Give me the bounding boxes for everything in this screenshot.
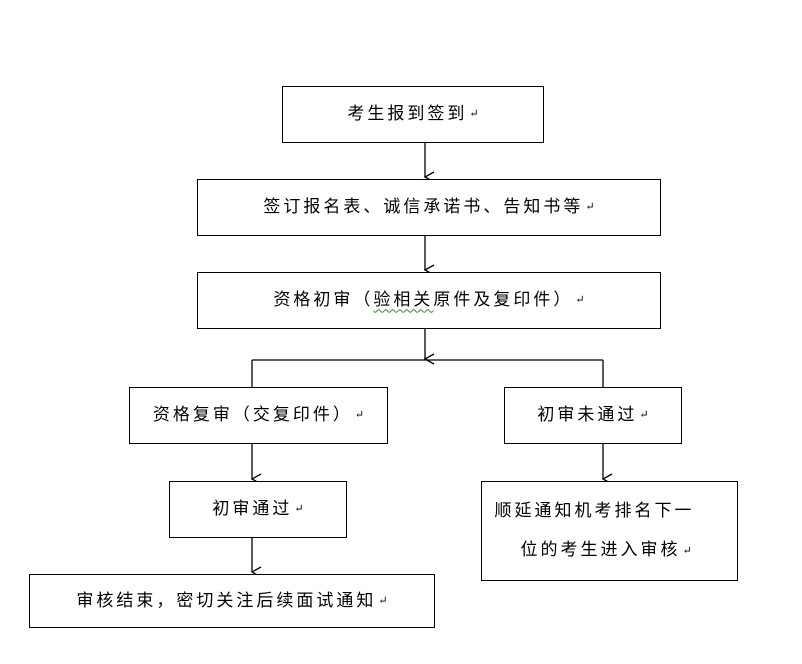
node-review-complete: 审核结束，密切关注后续面试通知↵ — [29, 574, 435, 628]
return-mark-icon: ↵ — [469, 107, 479, 121]
return-mark-icon: ↵ — [682, 543, 692, 557]
node-initial-fail: 初审未通过↵ — [504, 387, 682, 444]
node-initial-pass-label: 初审通过 — [212, 499, 293, 520]
node-sign-forms: 签订报名表、诚信承诺书、告知书等↵ — [197, 179, 661, 236]
node-next-candidate-line2: 位的考生进入审核 — [520, 540, 681, 560]
node-check-in-label: 考生报到签到 — [347, 104, 468, 125]
return-mark-icon: ↵ — [575, 293, 585, 307]
return-mark-icon: ↵ — [585, 200, 595, 214]
node-initial-fail-label: 初审未通过 — [537, 405, 638, 426]
node-second-review: 资格复审（交复印件）↵ — [129, 387, 388, 444]
node-initial-review-label-underlined: 验相关 — [373, 290, 434, 311]
node-check-in: 考生报到签到↵ — [282, 86, 544, 143]
node-next-candidate-line1: 顺延通知机考排名下一 — [494, 500, 695, 521]
return-mark-icon: ↵ — [354, 408, 365, 422]
node-next-candidate: 顺延通知机考排名下一 位的考生进入审核↵ — [481, 481, 738, 581]
node-initial-review-label-start: 资格初审（ — [273, 290, 374, 311]
return-mark-icon: ↵ — [378, 593, 388, 607]
return-mark-icon: ↵ — [639, 408, 649, 422]
node-initial-review: 资格初审（验相关原件及复印件）↵ — [197, 272, 661, 329]
node-review-complete-label: 审核结束，密切关注后续面试通知 — [76, 590, 377, 611]
return-mark-icon: ↵ — [294, 502, 304, 516]
node-initial-pass: 初审通过↵ — [169, 481, 347, 538]
node-second-review-label: 资格复审（交复印件） — [152, 405, 353, 426]
node-initial-review-label-end: 原件及复印件） — [433, 290, 574, 311]
node-sign-forms-label: 签订报名表、诚信承诺书、告知书等 — [263, 197, 584, 218]
